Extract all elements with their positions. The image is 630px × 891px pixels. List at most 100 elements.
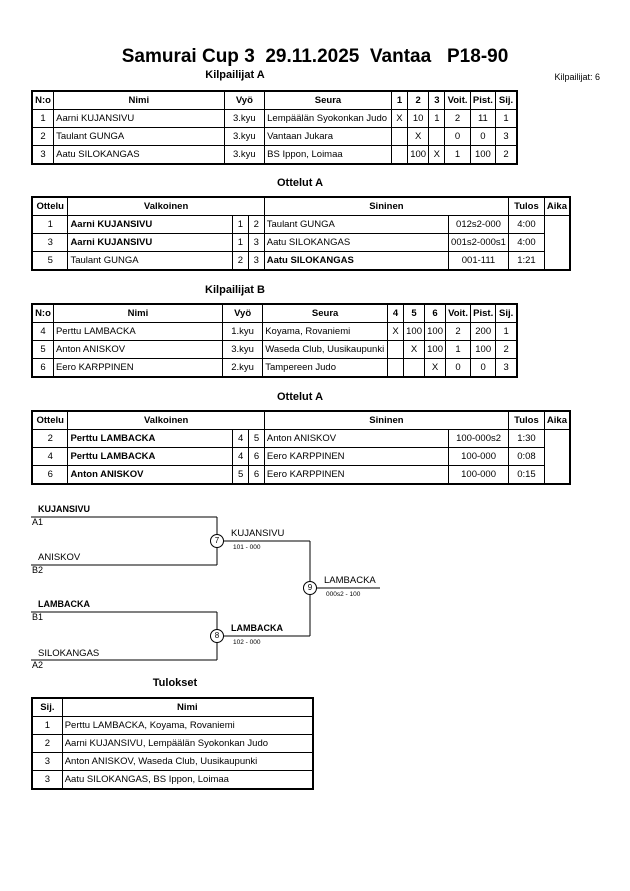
- entry-4-name: SILOKANGAS: [38, 648, 100, 659]
- white-competitor: Aarni KUJANSIVU: [67, 233, 233, 252]
- entry-4-seed: A2: [32, 660, 44, 670]
- entry-3-seed: B1: [32, 612, 44, 622]
- match-9-winner: LAMBACKA: [324, 575, 376, 586]
- blue-number: 3: [247, 251, 265, 271]
- wins: 0: [444, 127, 471, 146]
- matches-a-heading: Ottelut A: [276, 177, 324, 189]
- match-8-score: 102 - 000: [233, 639, 261, 646]
- competitor-count: Kilpailijat: 6: [554, 72, 600, 82]
- competitor: Perttu LAMBACKA, Koyama, Rovaniemi: [61, 716, 314, 735]
- result-cell: 100: [424, 340, 447, 359]
- placement: 1: [31, 716, 63, 735]
- belt: 2.kyu: [221, 358, 264, 378]
- result-cell: [386, 358, 405, 378]
- match-7-score: 101 - 000: [233, 544, 261, 551]
- competitor: Aatu SILOKANGAS, BS Ippon, Loimaa: [61, 770, 314, 790]
- match-time: 0:08: [507, 447, 545, 466]
- white-competitor: Anton ANISKOV: [67, 465, 234, 485]
- placement: 2: [495, 340, 518, 359]
- placement: 2: [495, 145, 518, 165]
- match-number: 6: [31, 465, 69, 485]
- white-number: 4: [232, 447, 250, 466]
- points: 100: [469, 145, 497, 165]
- match-8-marker: [210, 629, 224, 643]
- match-9-marker: [303, 581, 317, 595]
- belt: 3.kyu: [223, 127, 266, 146]
- blue-competitor: Eero KARPPINEN: [263, 465, 450, 485]
- competitor-name: Taulant GUNGA: [53, 127, 225, 146]
- page-title: Samurai Cup 3 29.11.2025 Vantaa P18-90: [121, 46, 509, 67]
- column-header: Sij.: [495, 303, 518, 323]
- blue-number: 3: [247, 233, 265, 252]
- blue-competitor: Eero KARPPINEN: [263, 447, 450, 466]
- competitor-number: 6: [31, 358, 54, 378]
- placement: 2: [31, 734, 63, 753]
- match-time: 0:15: [507, 465, 545, 485]
- entry-2-seed: B2: [32, 565, 44, 575]
- match-result: 001s2-000s1: [448, 233, 509, 252]
- points: 0: [469, 127, 497, 146]
- match-result: 001-111: [448, 251, 509, 271]
- column-header: Aika: [543, 410, 571, 430]
- result-cell: X: [428, 145, 446, 165]
- result-cell: [390, 127, 409, 146]
- white-competitor: Taulant GUNGA: [67, 251, 233, 271]
- blue-competitor: Aatu SILOKANGAS: [263, 251, 450, 271]
- blue-number: 6: [248, 465, 265, 485]
- match-7-marker: [210, 534, 224, 548]
- club: Vantaan Jukara: [264, 127, 392, 146]
- entry-1-name: KUJANSIVU: [38, 504, 91, 514]
- club: Waseda Club, Uusikaupunki: [262, 340, 388, 359]
- header-row: Sij.Nimi: [31, 697, 314, 717]
- placement: 3: [495, 358, 518, 378]
- match-time: 1:21: [508, 251, 545, 271]
- match-7-winner: KUJANSIVU: [231, 528, 285, 539]
- club: BS Ippon, Loimaa: [264, 145, 392, 165]
- results-heading: Tulokset: [152, 677, 198, 689]
- competitor-name: Aatu SILOKANGAS: [53, 145, 225, 165]
- competitor: Anton ANISKOV, Waseda Club, Uusikaupunki: [61, 752, 314, 771]
- result-cell: [386, 340, 405, 359]
- competitor: Aarni KUJANSIVU, Lempäälän Syokonkan Jud…: [61, 734, 314, 753]
- match-number: 5: [31, 251, 69, 271]
- belt: 3.kyu: [221, 340, 264, 359]
- match-8-number: 8: [214, 631, 220, 640]
- entry-2-name: ANISKOV: [38, 552, 81, 563]
- match-number: 3: [31, 233, 69, 252]
- match-9-number: 9: [307, 583, 313, 592]
- pool-a-heading: Kilpailijat A: [205, 69, 265, 81]
- match-9-score: 000s2 - 100: [326, 591, 361, 598]
- matches-b-heading: Ottelut A: [276, 391, 324, 403]
- pool-b-heading: Kilpailijat B: [205, 284, 265, 296]
- white-number: 1: [231, 233, 249, 252]
- match-8-winner: LAMBACKA: [231, 623, 283, 633]
- white-competitor: Perttu LAMBACKA: [67, 447, 234, 466]
- result-cell: [428, 127, 446, 146]
- match-time: 4:00: [508, 233, 545, 252]
- column-header: Sij.: [31, 697, 63, 717]
- column-header: Aika: [543, 196, 571, 216]
- placement: 3: [495, 127, 518, 146]
- match-number: 4: [31, 447, 69, 466]
